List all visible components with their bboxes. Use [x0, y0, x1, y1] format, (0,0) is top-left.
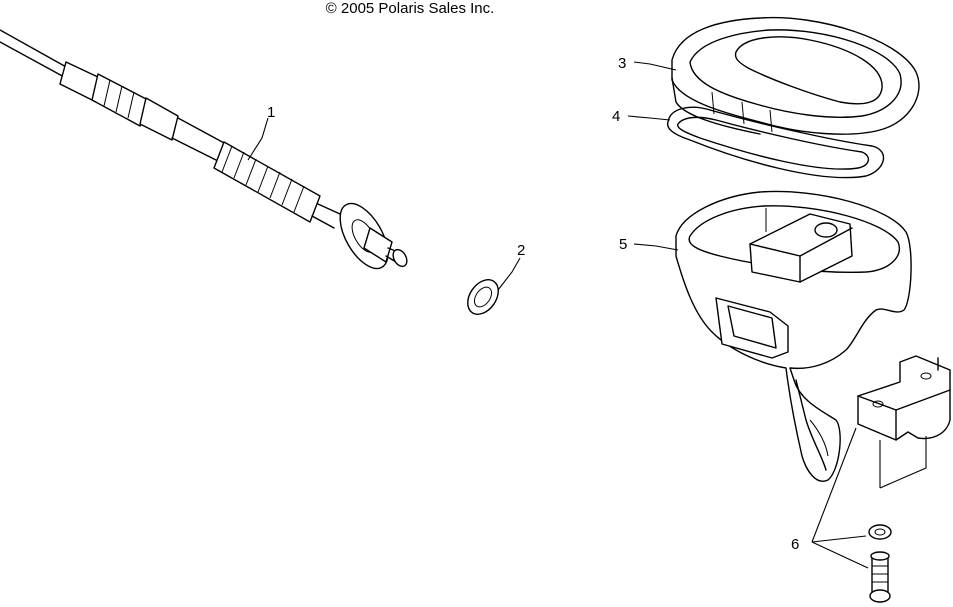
- part-1-throttle-cable: [0, 29, 408, 270]
- leader-1: [247, 117, 269, 161]
- callout-3: 3: [618, 55, 626, 72]
- part-5-throttle-housing: [675, 190, 912, 482]
- leader-3: [633, 61, 677, 71]
- leader-6a: [811, 427, 857, 543]
- callout-leaders: [247, 61, 869, 569]
- callout-4: 4: [612, 108, 620, 125]
- part-3-cover: [671, 16, 920, 135]
- callout-2: 2: [517, 242, 525, 259]
- callout-6: 6: [791, 536, 799, 553]
- leader-6c: [811, 541, 869, 569]
- part-2-washer: [467, 279, 499, 315]
- leader-2: [497, 257, 521, 291]
- leader-6b: [811, 535, 867, 543]
- leader-5: [633, 243, 679, 251]
- part-4-gasket: [666, 106, 884, 179]
- callout-5: 5: [619, 236, 627, 253]
- copyright-text: © 2005 Polaris Sales Inc.: [325, 0, 495, 17]
- callout-1: 1: [267, 104, 275, 121]
- part-6-clamp-hardware: [857, 355, 951, 603]
- leader-4: [627, 115, 671, 121]
